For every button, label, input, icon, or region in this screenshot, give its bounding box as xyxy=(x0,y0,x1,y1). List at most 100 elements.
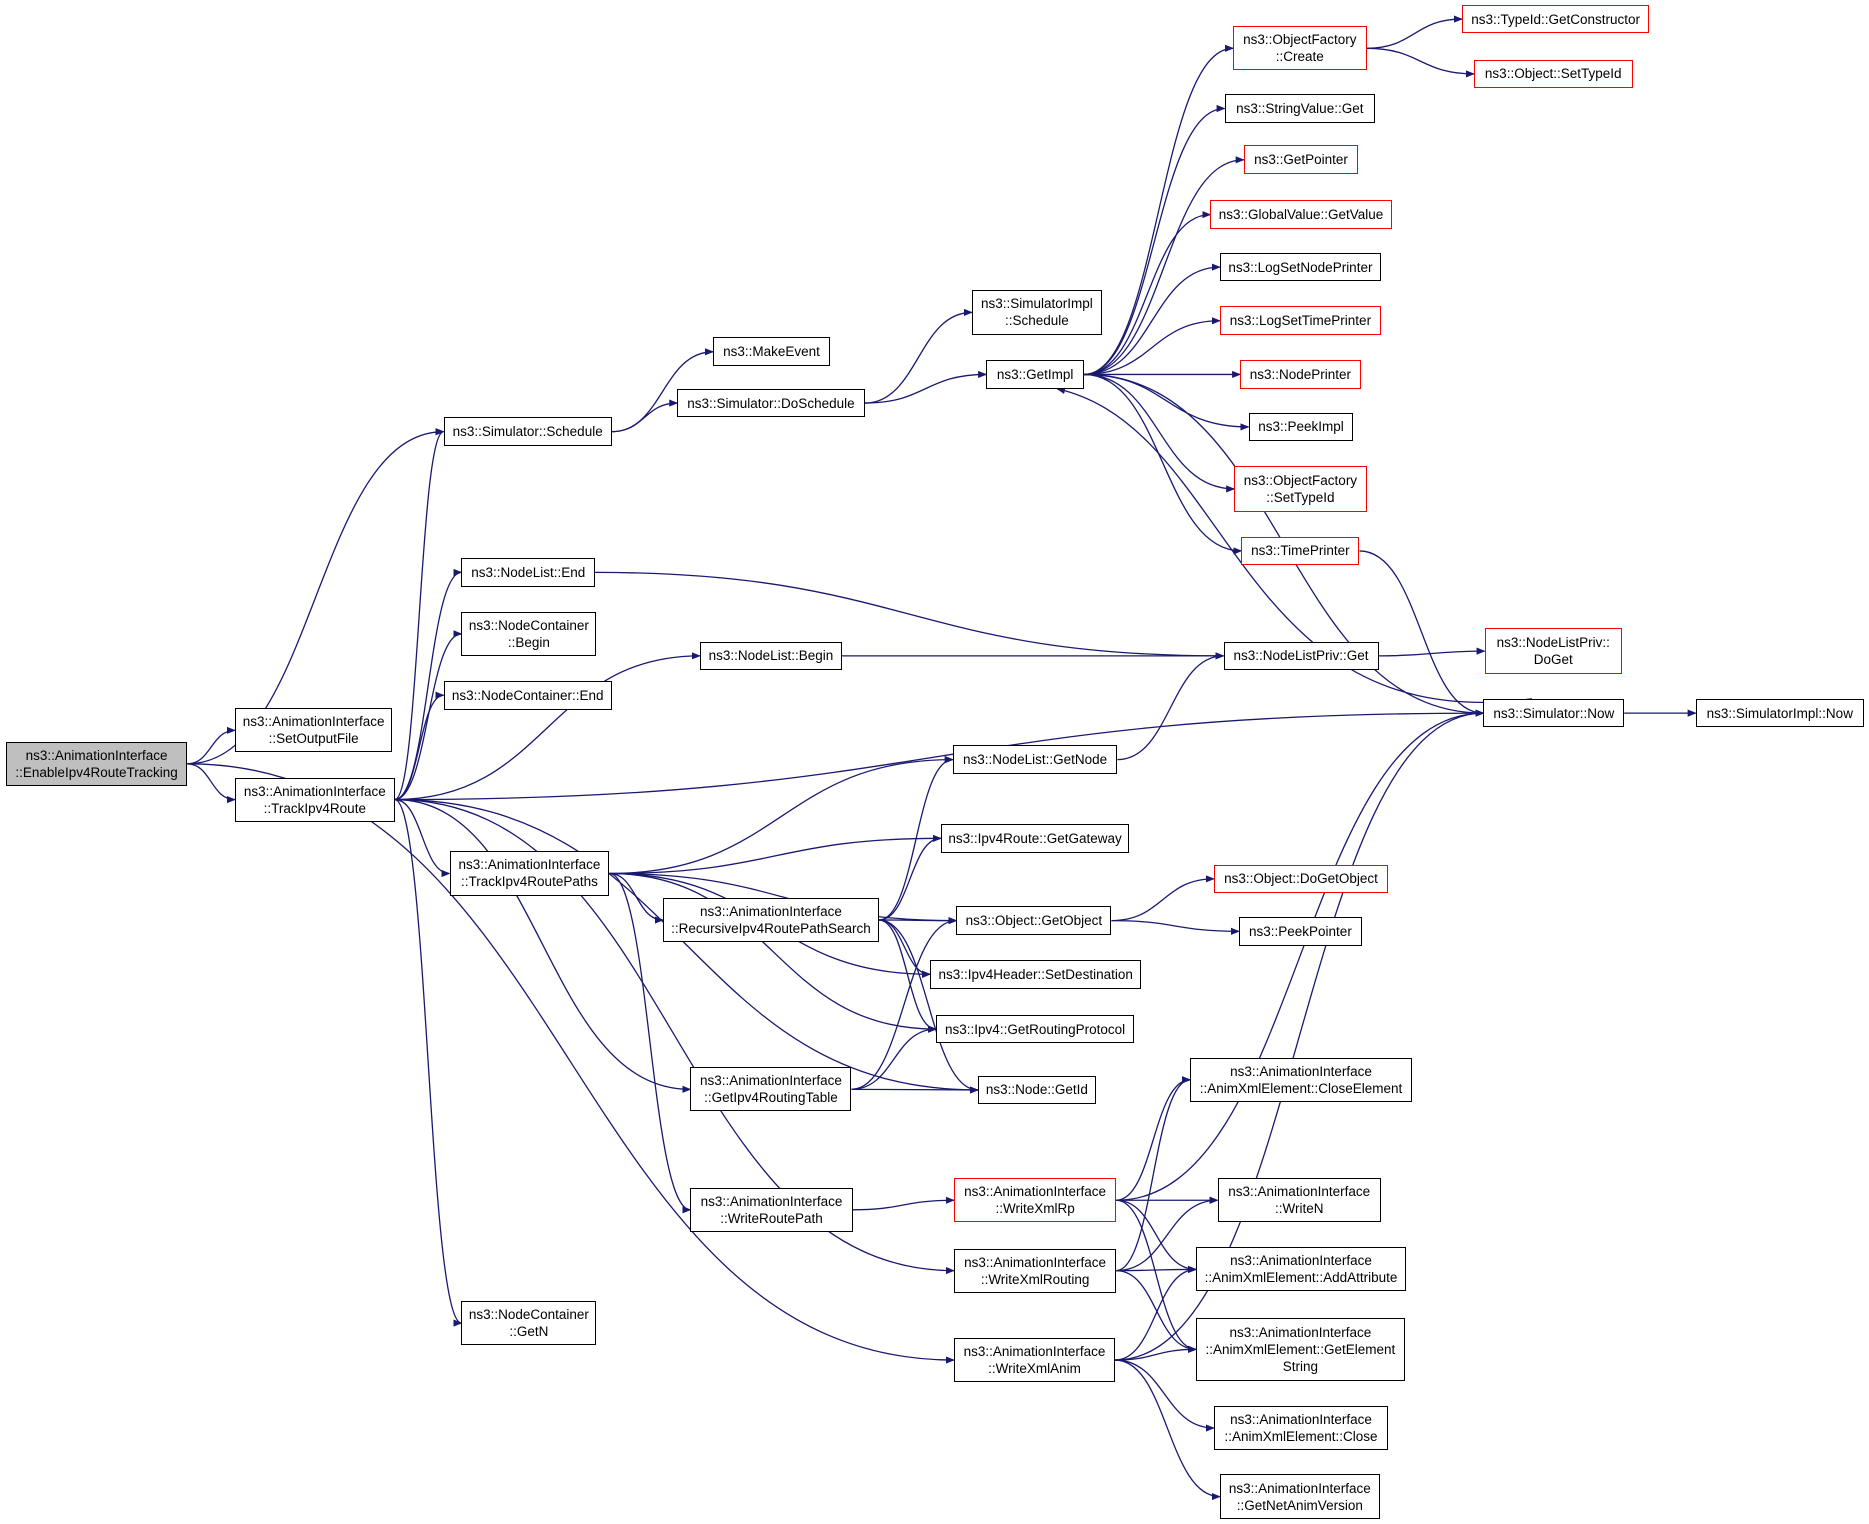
node-recursive[interactable]: ns3::AnimationInterface::RecursiveIpv4Ro… xyxy=(663,897,879,943)
edge-writeroute-to-writexmlrp xyxy=(852,1196,955,1211)
node-getpointer[interactable]: ns3::GetPointer xyxy=(1243,145,1359,175)
edge-track-to-ncbegin xyxy=(394,630,463,801)
node-label: ns3::TimePrinter xyxy=(1251,543,1350,559)
node-getrt[interactable]: ns3::AnimationInterface::GetIpv4RoutingT… xyxy=(690,1067,852,1112)
node-makeevent[interactable]: ns3::MakeEvent xyxy=(713,337,830,367)
node-track[interactable]: ns3::AnimationInterface::TrackIpv4Route xyxy=(234,777,395,822)
node-nlprivget[interactable]: ns3::NodeListPriv::Get xyxy=(1223,641,1379,671)
edge-writexmlanim-to-simnow xyxy=(1114,709,1485,1361)
node-writexmlrp[interactable]: ns3::AnimationInterface::WriteXmlRp xyxy=(954,1178,1117,1223)
node-simimplsched[interactable]: ns3::SimulatorImpl::Schedule xyxy=(971,289,1102,336)
node-peekpointer[interactable]: ns3::PeekPointer xyxy=(1239,917,1362,946)
node-ncbegin[interactable]: ns3::NodeContainer::Begin xyxy=(461,611,597,656)
node-label: ns3::NodeContainer xyxy=(468,1307,589,1323)
node-nlgetnode[interactable]: ns3::NodeList::GetNode xyxy=(952,745,1118,774)
node-writexmlanim[interactable]: ns3::AnimationInterface::WriteXmlAnim xyxy=(954,1337,1115,1383)
node-simnow[interactable]: ns3::Simulator::Now xyxy=(1483,698,1625,728)
node-ofcreate[interactable]: ns3::ObjectFactory::Create xyxy=(1233,26,1367,71)
node-nodeprinter[interactable]: ns3::NodePrinter xyxy=(1240,360,1361,389)
node-logtime[interactable]: ns3::LogSetTimePrinter xyxy=(1219,306,1381,336)
edge-writexmlanim-to-addattr xyxy=(1114,1265,1197,1361)
node-nlend[interactable]: ns3::NodeList::End xyxy=(461,558,596,587)
node-netanimver[interactable]: ns3::AnimationInterface::GetNetAnimVersi… xyxy=(1219,1473,1380,1520)
node-getimpl[interactable]: ns3::GetImpl xyxy=(986,360,1084,389)
node-peekimpl[interactable]: ns3::PeekImpl xyxy=(1248,412,1354,442)
edge-writexmlrouting-to-addattr xyxy=(1116,1265,1197,1274)
edge-timeprinter-to-simnow xyxy=(1359,550,1485,717)
edge-getrt-to-getid xyxy=(851,1086,979,1094)
node-closeelement[interactable]: ns3::AnimationInterface::AnimXmlElement:… xyxy=(1190,1057,1412,1102)
node-label: ns3::GetImpl xyxy=(996,366,1074,382)
node-label: ns3::Object::SetTypeId xyxy=(1484,66,1622,82)
node-writeroute[interactable]: ns3::AnimationInterface::WriteRoutePath xyxy=(690,1187,853,1232)
edge-getimpl-to-logtime xyxy=(1083,317,1221,376)
node-setdest[interactable]: ns3::Ipv4Header::SetDestination xyxy=(930,959,1142,989)
node-label: ::WriteRoutePath xyxy=(720,1210,823,1226)
edge-enable-to-track xyxy=(187,763,236,804)
node-trackpaths[interactable]: ns3::AnimationInterface::TrackIpv4RouteP… xyxy=(449,851,610,896)
node-close[interactable]: ns3::AnimationInterface::AnimXmlElement:… xyxy=(1213,1405,1389,1451)
edge-getrt-to-getobject xyxy=(851,917,958,1090)
edge-track-to-trackpaths xyxy=(394,798,451,878)
node-label: ::WriteXmlRp xyxy=(995,1201,1075,1217)
node-dogetobject[interactable]: ns3::Object::DoGetObject xyxy=(1213,864,1389,894)
node-getrp[interactable]: ns3::Ipv4::GetRoutingProtocol xyxy=(936,1014,1135,1044)
node-label: ns3::NodeListPriv::Get xyxy=(1233,648,1369,664)
node-getid[interactable]: ns3::Node::GetId xyxy=(977,1075,1096,1105)
node-enable: ns3::AnimationInterface::EnableIpv4Route… xyxy=(5,741,188,786)
node-label: ns3::GlobalValue::GetValue xyxy=(1218,207,1384,223)
edge-nlgetnode-to-nlprivget xyxy=(1117,652,1225,761)
edge-writexmlrp-to-addattr xyxy=(1116,1199,1197,1274)
node-label: ns3::AnimationInterface xyxy=(1228,1184,1371,1200)
node-ofsettypeid[interactable]: ns3::ObjectFactory::SetTypeId xyxy=(1234,466,1367,512)
node-ncgetn[interactable]: ns3::NodeContainer::GetN xyxy=(461,1301,597,1346)
node-simimplnow[interactable]: ns3::SimulatorImpl::Now xyxy=(1695,698,1864,728)
node-label: ns3::AnimationInterface xyxy=(25,747,168,763)
node-label: ns3::AnimationInterface xyxy=(700,1193,843,1209)
node-label: ns3::MakeEvent xyxy=(723,344,820,360)
node-writexmlrouting[interactable]: ns3::AnimationInterface::WriteXmlRouting xyxy=(954,1248,1117,1293)
node-ncend[interactable]: ns3::NodeContainer::End xyxy=(443,680,612,710)
node-objsettypeid[interactable]: ns3::Object::SetTypeId xyxy=(1473,59,1633,89)
node-label: ns3::Object::GetObject xyxy=(965,913,1103,929)
node-schedule[interactable]: ns3::Simulator::Schedule xyxy=(443,417,612,446)
edge-writexmlanim-to-close xyxy=(1114,1359,1215,1432)
edge-ofcreate-to-getconstructor xyxy=(1366,15,1463,49)
node-label: ns3::SimulatorImpl xyxy=(980,296,1093,312)
node-getelemstr[interactable]: ns3::AnimationInterface::AnimXmlElement:… xyxy=(1196,1317,1405,1381)
edge-nlend-to-nlprivget xyxy=(595,571,1225,660)
node-label: ::AnimXmlElement::CloseElement xyxy=(1199,1080,1403,1096)
edge-track-to-simnow xyxy=(394,709,1485,801)
node-label: ::TrackIpv4Route xyxy=(263,800,366,816)
edge-writexmlanim-to-getelemstr xyxy=(1114,1345,1197,1361)
edge-nlprivget-to-nlprivdoget xyxy=(1378,647,1486,657)
node-svget[interactable]: ns3::StringValue::Get xyxy=(1224,94,1375,123)
node-label: ns3::SimulatorImpl::Now xyxy=(1706,705,1853,721)
edge-writexmlanim-to-netanimver xyxy=(1114,1359,1221,1501)
node-lognode[interactable]: ns3::LogSetNodePrinter xyxy=(1219,252,1381,282)
node-timeprinter[interactable]: ns3::TimePrinter xyxy=(1241,536,1360,566)
node-nlprivdoget[interactable]: ns3::NodeListPriv::DoGet xyxy=(1484,628,1622,674)
node-label: ns3::NodeList::GetNode xyxy=(963,752,1108,768)
node-nlbegin[interactable]: ns3::NodeList::Begin xyxy=(699,641,842,671)
node-gvgetvalue[interactable]: ns3::GlobalValue::GetValue xyxy=(1210,200,1392,229)
node-label: ::AnimXmlElement::GetElement xyxy=(1205,1341,1396,1357)
node-label: ns3::AnimationInterface xyxy=(243,783,386,799)
edge-getimpl-to-peekimpl xyxy=(1083,373,1250,431)
node-getconstructor[interactable]: ns3::TypeId::GetConstructor xyxy=(1462,4,1650,34)
node-addattr[interactable]: ns3::AnimationInterface::AnimXmlElement:… xyxy=(1196,1247,1406,1292)
node-setout[interactable]: ns3::AnimationInterface::SetOutputFile xyxy=(234,708,393,753)
node-writen[interactable]: ns3::AnimationInterface::WriteN xyxy=(1217,1178,1381,1223)
node-label: ns3::ObjectFactory xyxy=(1243,32,1357,48)
edge-recursive-to-setdest xyxy=(878,919,932,978)
node-label: ns3::AnimationInterface xyxy=(1229,1324,1372,1340)
node-label: String xyxy=(1282,1358,1319,1374)
node-label: ns3::TypeId::GetConstructor xyxy=(1471,11,1641,27)
node-label: ns3::Ipv4::GetRoutingProtocol xyxy=(945,1021,1126,1037)
edge-enable-to-setout xyxy=(187,726,236,765)
edge-recursive-to-nlgetnode xyxy=(878,756,954,921)
node-doschedule[interactable]: ns3::Simulator::DoSchedule xyxy=(677,388,865,418)
node-getobject[interactable]: ns3::Object::GetObject xyxy=(956,906,1112,935)
node-getgateway[interactable]: ns3::Ipv4Route::GetGateway xyxy=(940,824,1130,853)
node-label: ::Begin xyxy=(507,634,550,650)
